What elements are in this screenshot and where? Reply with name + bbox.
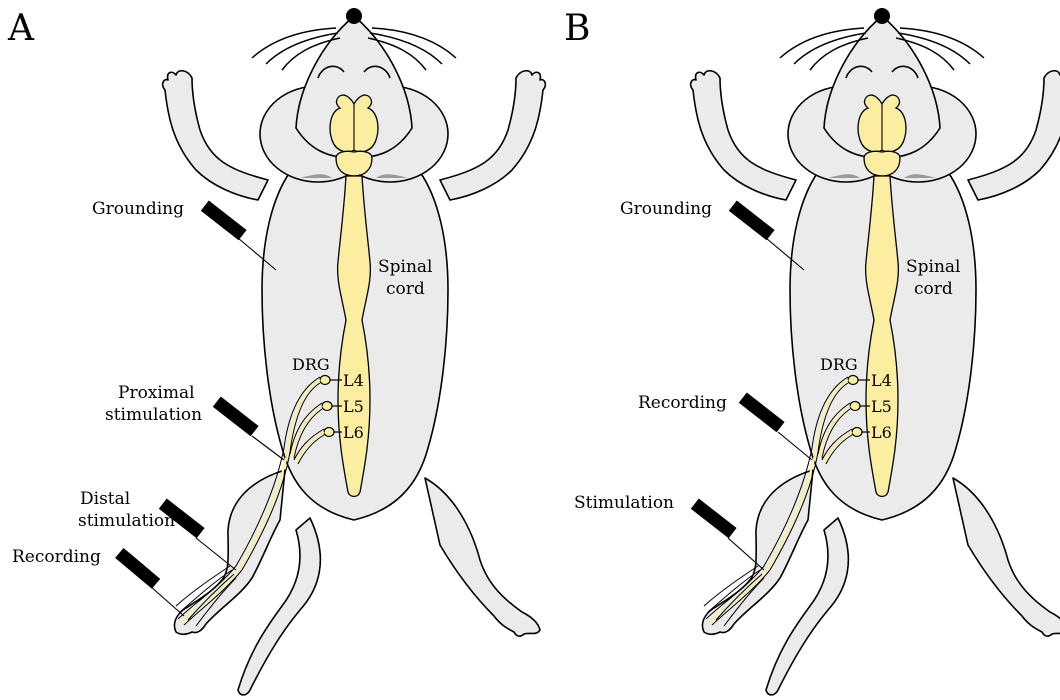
distal-stimulation-electrode [159,498,236,570]
drg-label-b: DRG [820,355,858,374]
level-l6-b: L6 [871,423,892,442]
grounding-label-a: Grounding [92,199,184,219]
rat-body-b [691,8,1060,695]
spinal-cord-label-line2-b: cord [914,279,953,299]
panel-a: A Spinal cord DRG L4 L5 L6 Grounding Pro… [7,8,545,695]
recording-label-b: Recording [638,393,727,413]
level-l5: L5 [343,397,364,416]
drg-label: DRG [292,355,330,374]
rat-body-a [163,8,546,695]
panel-letter-b: B [564,8,590,49]
spinal-cord-label-line1: Spinal [378,257,433,277]
level-l4-b: L4 [871,371,892,390]
level-l4: L4 [343,371,364,390]
distal-label-line1: Distal [80,489,130,509]
grounding-label-b: Grounding [620,199,712,219]
recording-electrode-a [115,548,184,616]
recording-label-a: Recording [12,547,101,567]
panel-b: B Spinal cord DRG L4 L5 L6 Grounding Rec… [564,8,1060,695]
proximal-label-line1: Proximal [118,383,195,403]
level-l5-b: L5 [871,397,892,416]
panel-letter-a: A [7,8,35,49]
level-l6: L6 [343,423,364,442]
distal-label-line2: stimulation [78,511,175,531]
spinal-cord-label-line2: cord [386,279,425,299]
spinal-cord-label-line1-b: Spinal [906,257,961,277]
proximal-label-line2: stimulation [105,405,202,425]
stimulation-label-b: Stimulation [574,493,674,513]
stimulation-electrode-b [691,498,764,570]
